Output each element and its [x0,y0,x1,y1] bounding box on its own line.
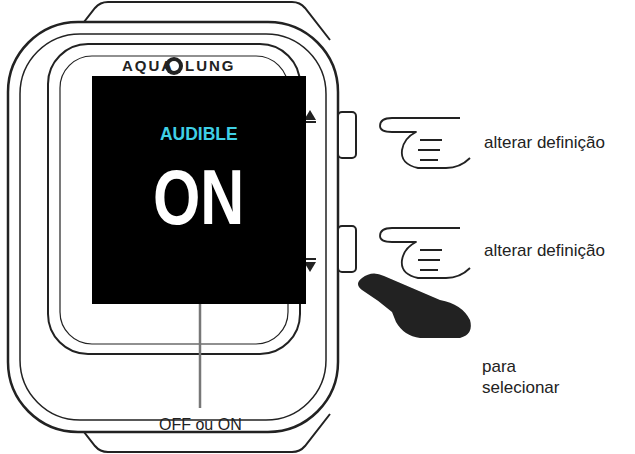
callout-label: alterar definição [484,240,634,261]
brand-logo: LUNG [185,57,236,74]
callout-label: para selecionar [482,356,592,398]
brand-logo: AQUA [122,57,174,74]
watch-screen: AUDIBLE ON [92,76,306,304]
callout-label: alterar definição [484,132,634,153]
setting-value: ON [153,158,244,236]
callout-label: OFF ou ON [159,416,242,434]
setting-name: AUDIBLE [160,124,238,143]
